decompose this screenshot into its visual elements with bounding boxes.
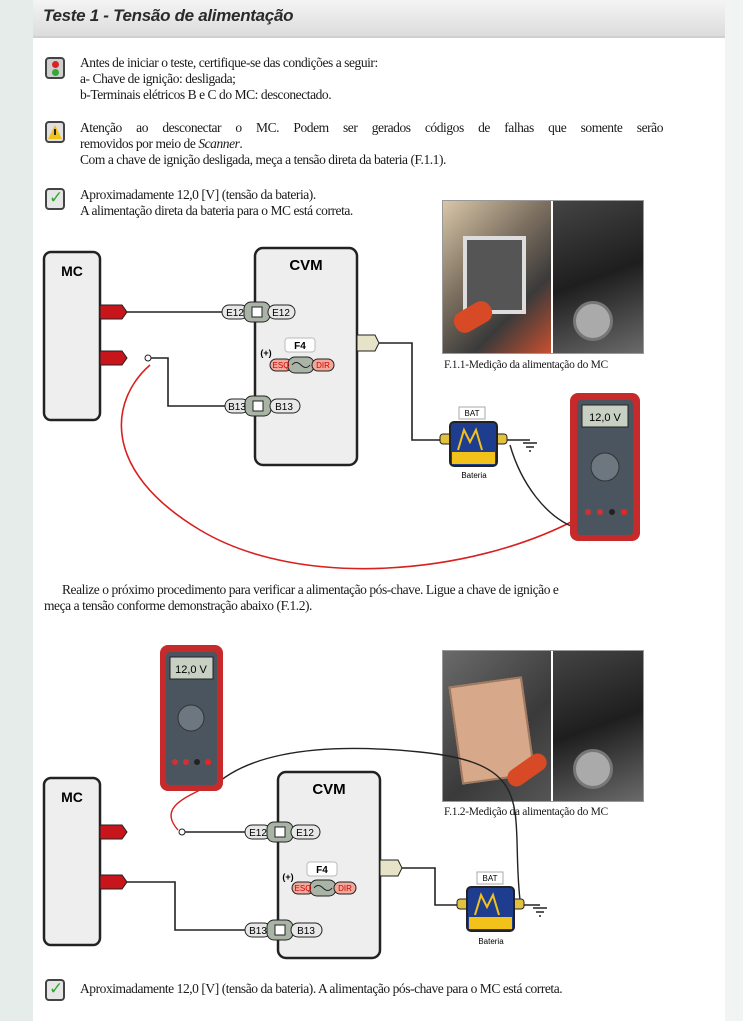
wire-e12-fuse (320, 831, 363, 889)
mc-pin-top (99, 824, 128, 840)
connector-photo (443, 201, 551, 353)
check-icon: ✓ (45, 188, 65, 210)
positive-label: (+) (282, 872, 293, 882)
mc-label: MC (61, 263, 83, 279)
mc-module-box (42, 250, 102, 422)
cvm-label: CVM (312, 781, 345, 798)
cvm-output-terminal (379, 859, 403, 877)
meter-2-reading: 12,0 V (175, 664, 207, 676)
bat-label: BAT (483, 874, 498, 883)
probe-point (144, 354, 152, 362)
connector-photo (443, 651, 551, 801)
connector-e12: E12 E12 (244, 821, 321, 843)
battery-1: BAT Bateria (439, 406, 508, 480)
check-icon: ✓ (45, 979, 65, 1001)
connector-b13: B13 B13 (224, 395, 301, 417)
figure-1-caption: F.1.1-Medição da alimentação do MC (444, 359, 608, 371)
e12-right-label: E12 (272, 308, 290, 319)
black-probe-wire (509, 444, 583, 531)
result-1-text: Aproximadamente 12,0 [V] (tensão da bate… (80, 187, 353, 219)
result-1-line-2: A alimentação direta da bateria para o M… (80, 203, 353, 218)
scanner-term: Scanner (198, 136, 240, 151)
mc-module-box (42, 776, 102, 947)
fuse-f4: F4 (+) ESQ DIR (260, 337, 335, 374)
e12-left-label: E12 (226, 308, 244, 319)
left-margin-strip (0, 0, 33, 1021)
cvm-box (253, 246, 359, 467)
connector-b13: B13 B13 (244, 919, 323, 941)
bateria-label: Bateria (461, 471, 487, 480)
preconditions-text: Antes de iniciar o teste, certifique-se … (80, 55, 378, 103)
dir-label: DIR (338, 884, 352, 893)
procedure-line-1: Realize o próximo procedimento para veri… (62, 582, 559, 597)
esq-label: ESQ (295, 884, 312, 893)
fuse-label: F4 (294, 341, 306, 352)
esq-label: ESQ (273, 361, 290, 370)
photo-f1-2 (442, 650, 644, 802)
wire-mc-b13 (150, 357, 225, 407)
b13-right-label: B13 (275, 402, 293, 413)
cvm-label: CVM (289, 257, 322, 274)
wire-cvm-battery (400, 867, 462, 906)
warning-line-2-text: removidos por meio de (80, 136, 199, 151)
figure-2-caption: F.1.2-Medição da alimentação do MC (444, 806, 608, 818)
b13-left-label: B13 (228, 402, 246, 413)
dir-label: DIR (316, 361, 330, 370)
result-1-line-1: Aproximadamente 12,0 [V] (tensão da bate… (80, 187, 316, 202)
red-probe-wire (120, 364, 576, 570)
mc-label: MC (61, 789, 83, 805)
preconditions-intro: Antes de iniciar o teste, certifique-se … (80, 55, 378, 70)
red-probe-wire (170, 789, 201, 831)
photo-f1-1 (442, 200, 644, 354)
multimeter-1: 12,0 V (570, 393, 640, 541)
multimeter-2: 12,0 V (160, 645, 223, 791)
battery-terminal-photo (553, 651, 643, 801)
battery-terminal-photo (553, 201, 643, 353)
probe-point (178, 828, 186, 836)
cvm-output-terminal (356, 334, 380, 352)
warning-line-3: Com a chave de ignição desligada, meça a… (80, 152, 446, 167)
right-margin-strip (725, 0, 743, 1021)
wire-e12-fuse (295, 311, 341, 366)
cvm-box (276, 770, 382, 960)
e12-left-label: E12 (249, 828, 267, 839)
warning-icon (45, 121, 65, 143)
wire-cvm-battery (378, 342, 445, 441)
connector-e12: E12 E12 (221, 301, 296, 323)
result-2-text: Aproximadamente 12,0 [V] (tensão da bate… (80, 981, 563, 996)
meter-1-reading: 12,0 V (589, 412, 621, 424)
warning-text: Atenção ao desconectar o MC. Podem ser g… (80, 120, 663, 168)
positive-label: (+) (260, 348, 271, 358)
procedure-text: Realize o próximo procedimento para veri… (44, 582, 559, 614)
ground-symbol (505, 439, 537, 452)
wire-mc-b13 (127, 881, 245, 931)
fuse-label: F4 (316, 865, 328, 876)
warning-line-1: Atenção ao desconectar o MC. Podem ser g… (80, 120, 663, 135)
e12-right-label: E12 (296, 828, 314, 839)
traffic-light-icon (45, 57, 65, 79)
precondition-b: b-Terminais elétricos B e C do MC: desco… (80, 87, 332, 102)
fuse-f4: F4 (+) ESQ DIR (282, 861, 357, 897)
bateria-label: Bateria (478, 937, 504, 946)
bat-label: BAT (465, 409, 480, 418)
mc-pin-bottom (99, 874, 128, 890)
b13-left-label: B13 (249, 926, 267, 937)
b13-right-label: B13 (297, 926, 315, 937)
warning-line-2-end: . (239, 136, 243, 151)
mc-pin-top (99, 304, 128, 320)
page-title: Teste 1 - Tensão de alimentação (43, 6, 294, 25)
procedure-line-2: meça a tensão conforme demonstração abai… (44, 598, 312, 613)
precondition-a: a- Chave de ignição: desligada; (80, 71, 236, 86)
warning-line-2: removidos por meio de Scanner. (80, 136, 663, 152)
battery-2: BAT Bateria (456, 871, 525, 946)
section-header: Teste 1 - Tensão de alimentação (33, 0, 725, 38)
ground-symbol (522, 904, 547, 917)
mc-pin-bottom (99, 350, 128, 366)
